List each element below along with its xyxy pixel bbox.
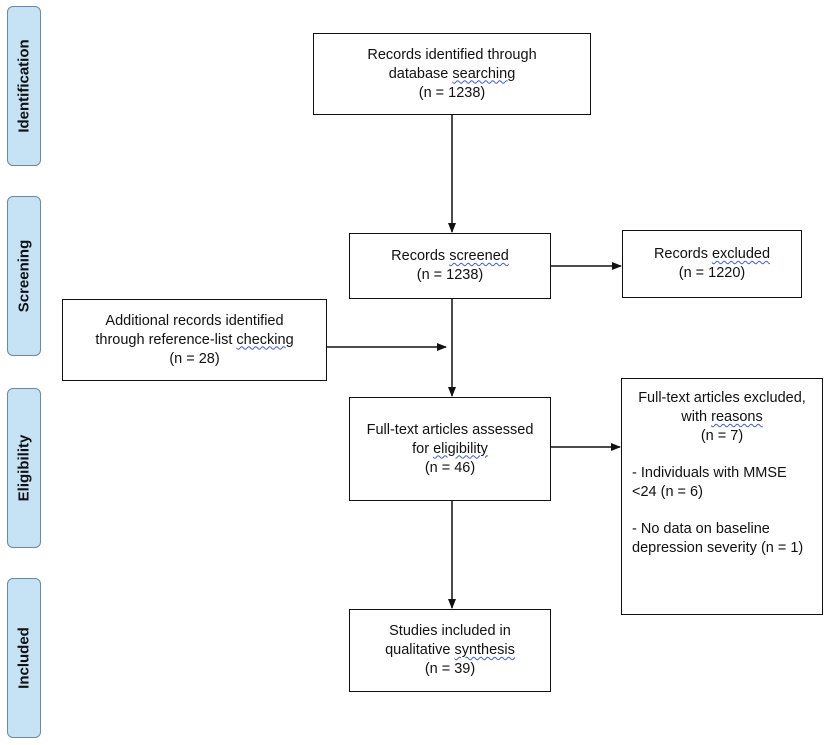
- fulltext-line2-underlined: eligibility: [433, 440, 488, 457]
- identified-line2: database searching: [389, 65, 516, 84]
- fulltext-line2-text: for: [412, 440, 434, 457]
- phase-identification-label: Identification: [15, 39, 33, 133]
- box-records-excluded: Records excluded (n = 1220): [622, 230, 802, 298]
- screened-line1-underlined: screened: [449, 248, 509, 264]
- screened-line1-text: Records: [391, 248, 450, 264]
- excluded-count: (n = 1220): [678, 265, 746, 281]
- fulltext-excluded-line2: with reasons: [681, 408, 762, 427]
- box-fulltext-assessed: Full-text articles assessed for eligibil…: [349, 397, 551, 501]
- box-records-identified: Records identified through database sear…: [313, 33, 591, 115]
- reason2-line2: depression severity (n = 1): [632, 540, 804, 556]
- phase-included-label: Included: [15, 627, 33, 689]
- phase-included: Included: [7, 578, 41, 738]
- included-line1: Studies included in: [389, 623, 511, 639]
- excluded-line1-underlined: excluded: [711, 246, 771, 262]
- phase-eligibility-label: Eligibility: [15, 434, 33, 502]
- identified-line2-text: database: [388, 65, 453, 82]
- excluded-line1-text: Records: [653, 246, 712, 262]
- identified-count: (n = 1238): [418, 84, 486, 101]
- phase-screening-label: Screening: [15, 239, 33, 313]
- phase-identification: Identification: [7, 6, 41, 166]
- fulltext-excluded-line2-underlined: reasons: [711, 409, 763, 425]
- included-count: (n = 39): [424, 661, 476, 677]
- box-fulltext-excluded: Full-text articles excluded, with reason…: [621, 378, 823, 615]
- additional-line2: through reference-list checking: [95, 331, 293, 350]
- fulltext-excluded-line1: Full-text articles excluded,: [638, 390, 806, 406]
- reason1-line2: <24 (n = 6): [632, 484, 703, 500]
- fulltext-line2: for eligibility: [412, 440, 488, 459]
- box-studies-included: Studies included in qualitative synthesi…: [349, 609, 551, 692]
- box-records-screened: Records screened (n = 1238): [349, 233, 551, 299]
- additional-count: (n = 28): [169, 350, 220, 367]
- fulltext-excluded-line2-text: with: [681, 409, 712, 425]
- fulltext-count: (n = 46): [424, 459, 476, 476]
- included-line2: qualitative synthesis: [385, 641, 515, 660]
- box-additional-records: Additional records identified through re…: [62, 299, 327, 381]
- screened-count: (n = 1238): [416, 267, 484, 283]
- additional-line2-underlined: checking: [236, 331, 294, 348]
- included-line2-text: qualitative: [385, 642, 455, 658]
- additional-line2-text: through reference-list: [95, 331, 237, 348]
- fulltext-line1: Full-text articles assessed: [366, 421, 534, 438]
- phase-eligibility: Eligibility: [7, 388, 41, 548]
- screened-line1: Records screened: [391, 247, 509, 266]
- reason1-line1: - Individuals with MMSE: [632, 465, 787, 481]
- additional-line1: Additional records identified: [105, 312, 284, 329]
- fulltext-excluded-count: (n = 7): [700, 428, 744, 444]
- phase-screening: Screening: [7, 196, 41, 356]
- excluded-line1: Records excluded: [654, 245, 770, 264]
- identified-line1: Records identified through: [367, 46, 537, 63]
- reason2-line1: - No data on baseline: [632, 521, 770, 537]
- included-line2-underlined: synthesis: [454, 642, 515, 658]
- identified-line2-underlined: searching: [452, 65, 516, 82]
